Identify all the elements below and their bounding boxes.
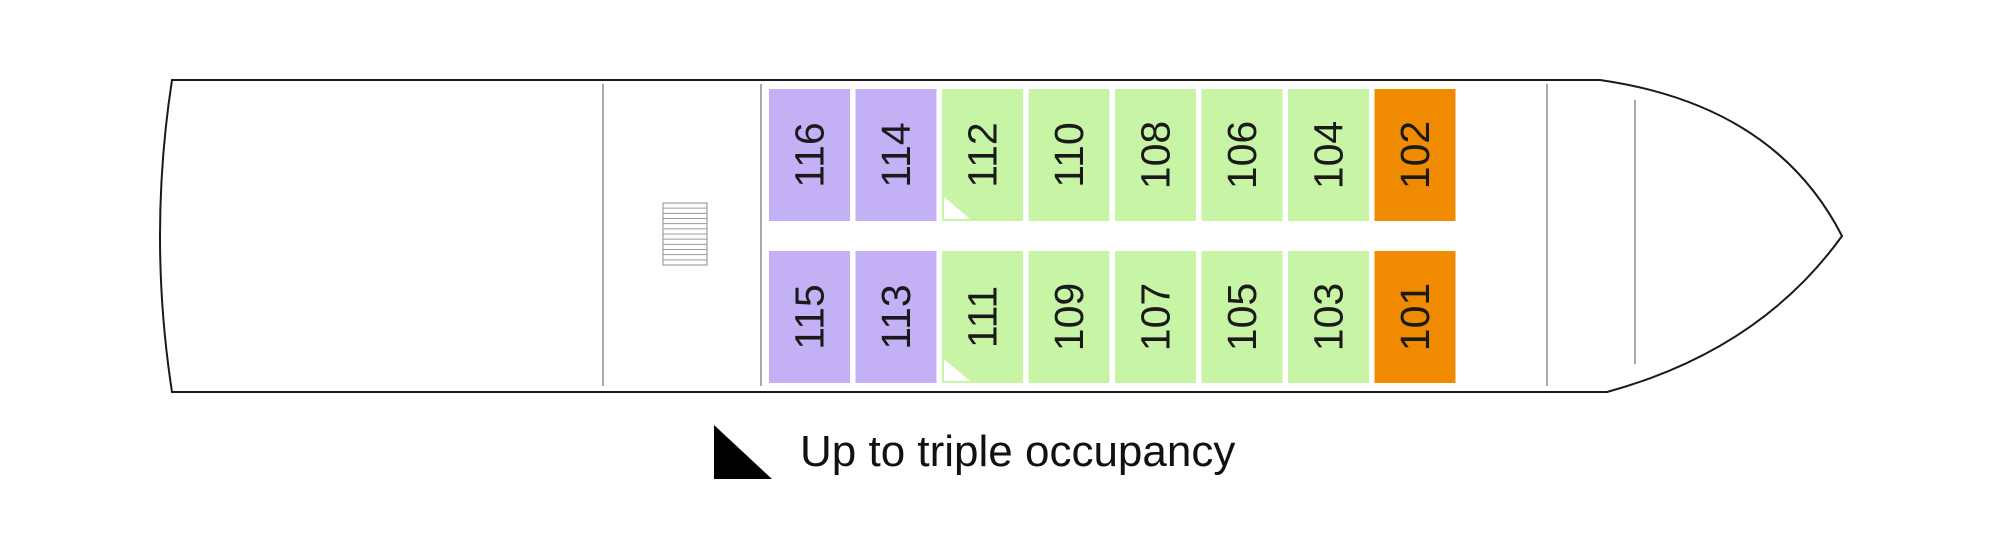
- cabin-number: 101: [1392, 283, 1438, 351]
- triple-occupancy-marker-icon: [944, 197, 970, 219]
- cabin-box: [1374, 89, 1456, 221]
- triple-occupancy-marker-icon: [944, 359, 970, 381]
- cabin-110[interactable]: 110: [1028, 89, 1110, 221]
- cabin-103[interactable]: 103: [1288, 251, 1369, 383]
- cabin-number: 107: [1133, 283, 1179, 351]
- cabin-106[interactable]: 106: [1201, 89, 1283, 221]
- cabin-box: [769, 251, 850, 383]
- cabin-box: [1374, 251, 1456, 383]
- cabin-109[interactable]: 109: [1028, 251, 1110, 383]
- stairs-icon: [662, 202, 708, 266]
- cabin-116[interactable]: 116: [769, 89, 850, 221]
- cabin-number: 115: [787, 284, 833, 349]
- cabin-number: 103: [1306, 283, 1352, 351]
- cabin-number: 116: [787, 122, 833, 187]
- cabin-104[interactable]: 104: [1288, 89, 1369, 221]
- cabin-box: [1115, 89, 1196, 221]
- cabin-box: [1028, 89, 1110, 221]
- triangle-marker-icon: [714, 425, 772, 479]
- cabin-box: [1028, 251, 1110, 383]
- cabin-number: 111: [960, 286, 1006, 348]
- cabin-number: 106: [1219, 121, 1265, 189]
- cabin-102[interactable]: 102: [1374, 89, 1456, 221]
- cabin-111[interactable]: 111: [942, 251, 1023, 383]
- cabin-box: [1288, 89, 1369, 221]
- cabin-number: 110: [1046, 122, 1092, 187]
- legend-label: Up to triple occupancy: [800, 427, 1236, 476]
- cabin-box: [1115, 251, 1196, 383]
- cabin-number: 109: [1046, 283, 1092, 351]
- cabin-box: [855, 251, 937, 383]
- cabin-108[interactable]: 108: [1115, 89, 1196, 221]
- cabin-row-top: 116 114 112 110 108 106 104 102: [769, 89, 1456, 221]
- cabin-number: 112: [960, 122, 1006, 187]
- cabin-113[interactable]: 113: [855, 251, 937, 383]
- deck-plan: 116 114 112 110 108 106 104 102 115 113 111 109 107…: [159, 79, 1844, 393]
- cabin-box: [1288, 251, 1369, 383]
- cabin-box: [1201, 251, 1283, 383]
- cabin-number: 108: [1133, 121, 1179, 189]
- cabin-112[interactable]: 112: [942, 89, 1023, 221]
- cabin-box: [769, 89, 850, 221]
- cabin-number: 113: [873, 284, 919, 349]
- cabin-box: [942, 251, 1023, 383]
- cabin-114[interactable]: 114: [855, 89, 937, 221]
- cabin-box: [942, 89, 1023, 221]
- cabin-101[interactable]: 101: [1374, 251, 1456, 383]
- cabin-115[interactable]: 115: [769, 251, 850, 383]
- cabin-number: 104: [1306, 121, 1352, 189]
- cabin-row-bottom: 115 113 111 109 107 105 103 101: [769, 251, 1456, 383]
- legend: Up to triple occupancy: [714, 424, 1235, 480]
- cabin-box: [1201, 89, 1283, 221]
- cabin-box: [855, 89, 937, 221]
- cabin-105[interactable]: 105: [1201, 251, 1283, 383]
- cabin-107[interactable]: 107: [1115, 251, 1196, 383]
- cabin-number: 102: [1392, 121, 1438, 189]
- cabin-number: 114: [873, 122, 919, 187]
- cabin-number: 105: [1219, 283, 1265, 351]
